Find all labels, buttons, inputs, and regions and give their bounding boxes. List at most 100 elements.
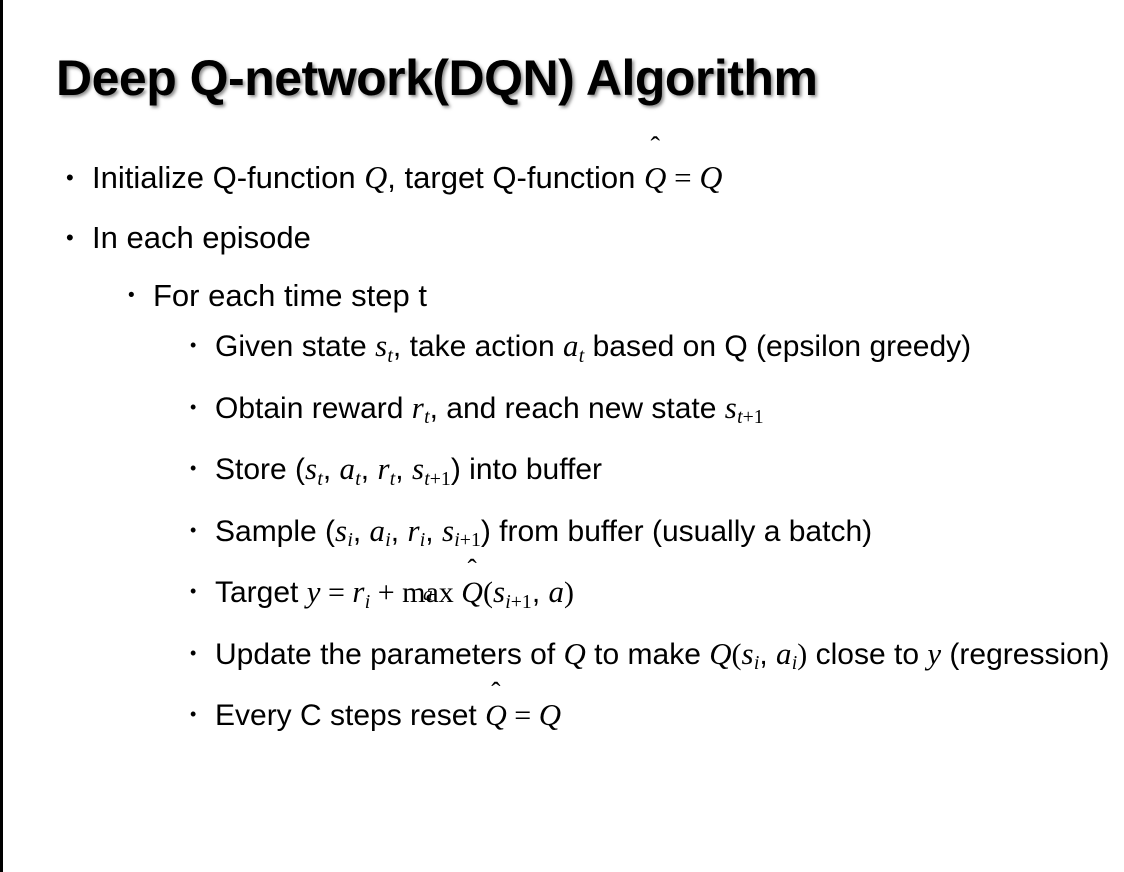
text-fragment: to make — [585, 637, 710, 671]
bullet-dot-icon: • — [66, 225, 74, 250]
math-s: s — [492, 574, 505, 610]
text-fragment: Given state — [215, 330, 376, 363]
text-fragment: based on Q (epsilon greedy) — [584, 330, 972, 363]
math-q-hat: ̂Q — [485, 692, 507, 739]
slide-body: • Initialize Q-function Q, target Q-func… — [0, 148, 1124, 743]
math-s-i: si — [741, 635, 760, 675]
text-fragment: Target — [215, 576, 307, 610]
text-fragment: ) into buffer — [450, 453, 603, 487]
math-r: r — [411, 389, 424, 425]
sub-i: i — [454, 529, 460, 552]
math-s: s — [305, 451, 318, 487]
text-fragment: (regression) — [941, 637, 1110, 671]
math-s-t-plus-1: st+1 — [411, 451, 451, 490]
bullet-reset-target-text: Every C steps reset ̂Q = Q — [215, 691, 1124, 739]
text-fragment: , — [395, 453, 412, 487]
text-fragment: , — [322, 453, 340, 487]
text-fragment: , — [360, 453, 378, 487]
bullet-dot-icon: • — [66, 165, 74, 190]
bullet-sample-batch: • Sample (si, ai, ri, si+1) from buffer … — [190, 507, 1124, 565]
math-a: a — [548, 574, 564, 610]
math-q-base: Q — [644, 160, 667, 195]
math-equals: = — [666, 160, 700, 195]
math-q: Q — [563, 635, 586, 671]
math-qhat-equals-q: ̂Q = Q — [644, 160, 722, 195]
text-fragment: Every C steps reset — [215, 699, 486, 733]
math-s: s — [741, 635, 754, 671]
math-s-i-plus-1: si+1 — [492, 574, 532, 613]
math-equals: = — [320, 576, 353, 610]
max-label: max — [402, 576, 454, 610]
bullet-dot-icon: • — [190, 704, 197, 725]
subscript-t: t — [389, 467, 396, 490]
bullet-update-parameters: • Update the parameters of Q to make Q(s… — [190, 630, 1124, 688]
subscript-i: i — [385, 529, 391, 552]
math-s-t-plus-1: st+1 — [724, 389, 764, 429]
math-r: r — [352, 574, 365, 610]
math-a: a — [369, 512, 385, 548]
math-r-i: ri — [352, 574, 370, 613]
text-fragment: , — [352, 514, 370, 548]
sub-plus-one: +1 — [459, 529, 481, 552]
math-q: Q — [709, 635, 732, 671]
bullet-dot-icon: • — [190, 642, 197, 663]
math-q: Q — [538, 697, 561, 733]
bullet-given-state: • Given state st, take action at based o… — [190, 322, 1124, 380]
math-a-i: ai — [776, 635, 798, 675]
math-space — [454, 576, 462, 609]
math-q: Q — [699, 160, 723, 195]
bullet-update-parameters-text: Update the parameters of Q to make Q(si,… — [215, 630, 1124, 688]
max-subscript-a: a — [423, 583, 433, 605]
subscript-i: i — [419, 529, 426, 552]
bullet-in-each-episode-text: In each episode — [92, 220, 311, 255]
subscript-i: i — [753, 652, 760, 675]
math-r-t: rt — [377, 451, 395, 490]
text-fragment: , — [425, 514, 442, 548]
subscript-t: t — [355, 467, 361, 490]
text-fragment: Update the parameters of — [215, 637, 564, 671]
subscript-i: i — [791, 652, 798, 675]
bullet-store-transition-text: Store (st, at, rt, st+1) into buffer — [215, 445, 1124, 503]
math-a-t: at — [340, 451, 361, 490]
text-fragment: Initialize Q-function — [92, 160, 365, 195]
text-fragment: , — [531, 576, 549, 610]
bullet-obtain-reward-text: Obtain reward rt, and reach new state st… — [215, 384, 1124, 442]
subscript-t: t — [387, 344, 393, 367]
bullet-initialize: • Initialize Q-function Q, target Q-func… — [0, 148, 1124, 208]
math-paren-close: ) — [797, 637, 808, 671]
math-s: s — [441, 512, 454, 548]
math-qhat-equals-q: ̂Q = Q — [485, 697, 561, 733]
bullet-dot-icon: • — [190, 458, 197, 479]
text-fragment: Store ( — [215, 453, 306, 487]
bullet-initialize-text: Initialize Q-function Q, target Q-functi… — [92, 148, 1124, 208]
math-a-t: at — [563, 328, 584, 367]
subscript-i-plus-1: i+1 — [505, 591, 532, 613]
bullet-dot-icon: • — [190, 335, 197, 355]
page-title: Deep Q-network(DQN) Algorithm — [56, 50, 818, 106]
math-s-i-plus-1: si+1 — [441, 512, 481, 552]
math-a-i: ai — [369, 512, 391, 552]
sub-plus-one: +1 — [510, 590, 532, 613]
bullet-reset-target: • Every C steps reset ̂Q = Q — [190, 691, 1124, 739]
bullet-obtain-reward: • Obtain reward rt, and reach new state … — [190, 384, 1124, 442]
bullet-dot-icon: • — [190, 581, 197, 602]
math-r-i: ri — [407, 513, 426, 552]
sub-plus-one: +1 — [742, 406, 764, 429]
math-r-t: rt — [411, 389, 430, 429]
math-s-t: st — [305, 451, 323, 490]
math-a: a — [776, 635, 792, 671]
text-fragment: , — [759, 637, 777, 671]
text-fragment: close to — [807, 637, 928, 671]
math-s: s — [375, 328, 388, 363]
bullet-sample-batch-text: Sample (si, ai, ri, si+1) from buffer (u… — [215, 507, 1124, 565]
subscript-t-plus-1: t+1 — [424, 468, 451, 490]
math-s: s — [724, 389, 737, 425]
math-paren-open: ( — [731, 637, 742, 671]
text-fragment: Obtain reward — [215, 391, 412, 425]
math-q: Q — [364, 160, 388, 195]
subscript-t-plus-1: t+1 — [737, 406, 764, 428]
math-s: s — [411, 451, 424, 487]
